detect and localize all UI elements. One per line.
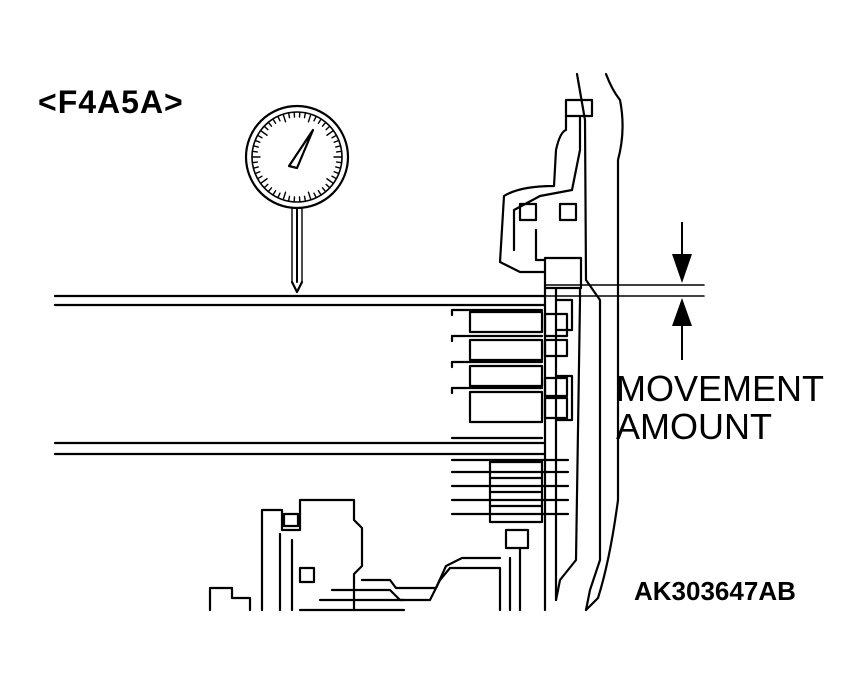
dial-tick <box>313 115 317 122</box>
dial-tick <box>272 118 277 124</box>
dial-tick <box>317 190 322 196</box>
dial-tick <box>321 187 327 193</box>
dial-tick <box>331 134 338 139</box>
dial-tick <box>254 171 261 175</box>
dial-tick <box>263 183 269 189</box>
arrow-down-icon <box>672 222 692 283</box>
lower-hub-assembly <box>208 498 530 612</box>
dial-tick <box>303 112 307 119</box>
dial-tick <box>307 191 312 201</box>
upper-clutch-plates <box>450 308 544 424</box>
dial-tick <box>259 178 268 185</box>
dial-indicator-icon <box>244 104 350 294</box>
dial-tick <box>259 129 268 136</box>
retainer-body <box>543 256 583 612</box>
dial-tick <box>325 125 331 131</box>
dial-tick <box>251 161 259 164</box>
dial-tick <box>267 121 273 127</box>
dial-tick <box>277 115 281 122</box>
dial-tick <box>321 121 327 127</box>
dial-tick <box>307 113 312 123</box>
dial-tick <box>251 150 259 153</box>
dial-tick <box>256 175 263 180</box>
dial-tick <box>263 125 269 131</box>
dial-tick <box>282 191 287 201</box>
figure-code: AK303647AB <box>634 576 796 606</box>
lower-shaft-lines <box>53 441 547 456</box>
dial-ticks <box>251 111 343 203</box>
dial-tick <box>287 195 291 202</box>
dial-tick <box>303 195 307 202</box>
dial-tick <box>282 113 287 123</box>
dial-tick <box>335 150 343 153</box>
dial-tick <box>252 166 259 169</box>
dial-tick <box>326 129 335 136</box>
dial-tick <box>252 145 259 148</box>
upper-shaft-lines <box>53 294 547 307</box>
reference-lines <box>544 284 705 297</box>
dial-tick <box>335 166 342 169</box>
dial-tick <box>325 183 331 189</box>
arrow-up-icon <box>672 298 692 360</box>
dial-tick <box>333 139 340 143</box>
dial-tick <box>331 175 338 180</box>
dial-tick <box>256 134 263 139</box>
dial-tick <box>277 192 281 199</box>
outer-housing <box>498 72 624 612</box>
dial-tick <box>335 161 343 164</box>
movement-amount-label: MOVEMENT AMOUNT <box>616 370 824 446</box>
dial-tick <box>287 112 291 119</box>
dial-tick <box>254 139 261 143</box>
dial-tick <box>317 118 322 124</box>
dial-tick <box>326 178 335 185</box>
movement-label-line2: AMOUNT <box>616 406 772 447</box>
dial-tick <box>267 187 273 193</box>
dial-tick <box>272 190 277 196</box>
lower-clutch-plates <box>450 436 570 524</box>
dial-tick <box>313 192 317 199</box>
movement-label-line1: MOVEMENT <box>616 368 825 409</box>
model-label: <F4A5A> <box>38 84 184 120</box>
dial-tick <box>333 171 340 175</box>
dial-tick <box>335 145 342 148</box>
